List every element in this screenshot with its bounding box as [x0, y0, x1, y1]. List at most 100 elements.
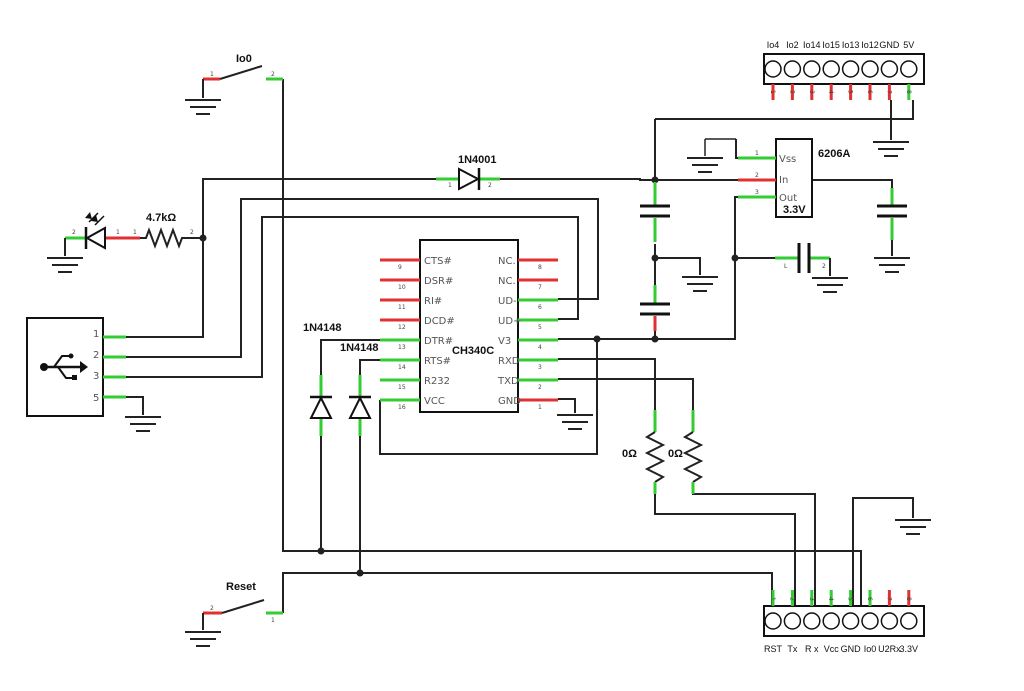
- chip-pin-name: UD-: [498, 296, 517, 307]
- header-pin: [841, 612, 860, 630]
- ch340c-chip: CH340C 9CTS#10DSR#11RI#12DCD#13DTR#14RTS…: [380, 239, 576, 413]
- chip-pin-number: 11: [398, 304, 406, 311]
- svg-text:In: In: [779, 175, 788, 186]
- chip-pin-number: 10: [398, 284, 406, 291]
- ground-symbol: [557, 414, 593, 430]
- chip-pin-name: TXD: [497, 376, 519, 387]
- svg-text:Out: Out: [779, 193, 797, 204]
- resistor-label: 4.7kΩ: [146, 212, 176, 224]
- ground-symbol: [185, 99, 221, 115]
- chip-pin-name: RXD: [498, 356, 520, 367]
- chip-pin-number: 14: [398, 364, 406, 371]
- io0-switch: Io0 1 2: [202, 53, 283, 98]
- diode-dtr-label: 1N4148: [303, 322, 342, 334]
- header-pin-number: 4: [827, 597, 834, 601]
- chip-pin-number: 16: [398, 404, 406, 411]
- header-pin: [803, 612, 821, 630]
- header-pin-label: GND: [841, 644, 862, 654]
- reset-switch: Reset 2 1: [202, 581, 283, 630]
- resistor-0-txd: 0Ω: [668, 410, 704, 494]
- chip-pin-name: GND: [498, 396, 521, 407]
- header-pin: [880, 60, 899, 78]
- reset-switch-label: Reset: [226, 581, 256, 593]
- chip-pin-number: 4: [538, 344, 542, 351]
- ground-symbol: [873, 141, 909, 157]
- header-pin: [764, 612, 782, 630]
- header-pin: [880, 612, 899, 630]
- header-pin: [900, 612, 918, 630]
- svg-text:1: 1: [271, 617, 275, 624]
- header-pin-number: 2: [788, 90, 795, 94]
- ground-symbol: [125, 416, 161, 432]
- svg-text:1: 1: [133, 229, 137, 236]
- svg-text:2: 2: [190, 229, 194, 236]
- diode-1n4148-rts: 1N4148: [340, 342, 379, 436]
- svg-text:3: 3: [755, 189, 759, 196]
- header-pin-label: 3.3V: [900, 644, 919, 654]
- header-pin-number: 1: [769, 90, 776, 94]
- chip-pin-number: 15: [398, 384, 406, 391]
- header-pin: [783, 60, 802, 78]
- chip-label: CH340C: [452, 345, 494, 357]
- diode-rts-label: 1N4148: [340, 342, 379, 354]
- chip-pin-number: 5: [538, 324, 542, 331]
- svg-text:2: 2: [93, 350, 99, 361]
- diode-1n4001-label: 1N4001: [458, 154, 497, 166]
- header-pin-number: 5: [847, 597, 854, 601]
- capacitor-c3: [877, 188, 907, 256]
- svg-text:5: 5: [93, 393, 99, 404]
- regulator-6206a: Vss In Out 1 2 3 6206A 3.3V: [738, 138, 850, 218]
- ground-symbol: [185, 631, 221, 647]
- header-pin-label: Io12: [861, 40, 879, 50]
- svg-text:2: 2: [822, 263, 826, 270]
- chip-pin-name: NC.: [498, 276, 516, 287]
- chip-pin-number: 6: [538, 304, 542, 311]
- usb-connector: 1 2 3 5: [26, 317, 144, 417]
- chip-pin-name: VCC: [424, 396, 445, 407]
- header-pin: [803, 60, 821, 78]
- header-pin-label: Io0: [864, 644, 877, 654]
- header-pin-label: Io2: [786, 40, 799, 50]
- header-pin-number: 7: [885, 597, 892, 601]
- header-pin: [861, 60, 879, 78]
- svg-text:2: 2: [210, 605, 214, 612]
- ground-symbol: [874, 257, 910, 273]
- resistor-txd-label: 0Ω: [668, 448, 683, 460]
- header-pin-number: 5: [847, 90, 854, 94]
- ground-symbol: [682, 276, 718, 292]
- resistor-0-rxd: 0Ω: [622, 410, 666, 494]
- svg-text:3: 3: [93, 371, 99, 382]
- svg-text:Vss: Vss: [779, 154, 796, 165]
- chip-pin-number: 1: [538, 404, 542, 411]
- header-pin-number: 8: [905, 90, 912, 94]
- header-pin-number: 1: [769, 597, 776, 601]
- io0-switch-label: Io0: [236, 53, 252, 65]
- chip-pin-name: RI#: [424, 296, 442, 307]
- svg-text:L: L: [784, 263, 788, 270]
- header-pin-label: Vcc: [824, 644, 840, 654]
- chip-pin-number: 12: [398, 324, 406, 331]
- chip-pin-name: CTS#: [424, 256, 452, 267]
- header-pin-label: GND: [879, 40, 900, 50]
- header-pin-number: 2: [788, 597, 795, 601]
- capacitor-c2: [640, 285, 670, 331]
- ground-symbol: [812, 277, 848, 293]
- header-pin-label: Io13: [842, 40, 860, 50]
- header-pin: [841, 60, 860, 78]
- svg-text:1: 1: [755, 150, 759, 157]
- chip-pin-number: 8: [538, 264, 542, 271]
- svg-text:2: 2: [755, 172, 759, 179]
- header-pin: [822, 60, 840, 78]
- header-pin: [783, 612, 802, 630]
- chip-pin-number: 7: [538, 284, 542, 291]
- svg-text:2: 2: [271, 71, 275, 78]
- chip-pin-name: R232: [424, 376, 450, 387]
- header-pin-number: 4: [827, 90, 834, 94]
- header-pin-number: 7: [885, 90, 892, 94]
- header-pin-number: 6: [866, 90, 873, 94]
- chip-pin-number: 9: [398, 264, 402, 271]
- chip-pin-number: 3: [538, 364, 542, 371]
- header-pin-number: 8: [905, 597, 912, 601]
